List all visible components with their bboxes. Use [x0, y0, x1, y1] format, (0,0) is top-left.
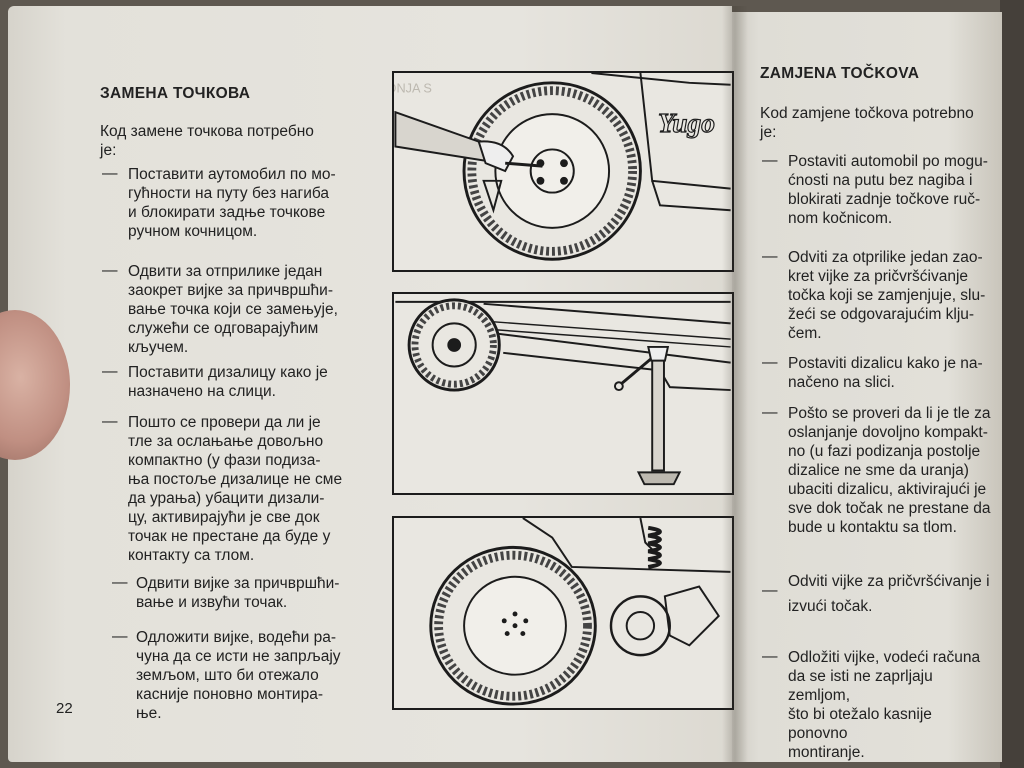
list-dash: — — [762, 404, 778, 421]
right-page — [732, 12, 1002, 762]
list-item: Odviti za otprilike jedan zao-kret vijke… — [788, 249, 986, 342]
left-heading: ЗАМЕНА ТОЧКОВА — [100, 85, 251, 102]
list-dash: — — [762, 152, 778, 169]
figure-jack-placement — [392, 292, 734, 495]
list-dash: — — [762, 248, 778, 265]
list-dash: — — [102, 262, 118, 279]
list-dash: — — [762, 648, 778, 665]
book-gutter — [722, 6, 748, 762]
show-through-text: PREDNJA S — [394, 81, 432, 96]
list-dash: — — [112, 628, 128, 645]
list-item: Одложити вијке, водећи ра-чуна да се ист… — [136, 629, 341, 722]
list-item: Одвити вијке за причвршћи-вање и извући … — [136, 575, 340, 611]
list-dash: — — [102, 165, 118, 182]
wheel-removal-illustration — [429, 518, 731, 706]
figure-wheel-removal — [392, 516, 734, 710]
page-number: 22 — [56, 700, 73, 717]
right-heading: ZAMJENA TOČKOVA — [760, 65, 920, 82]
jack-illustration — [395, 298, 731, 486]
wrench-illustration: PREDNJA S Yugo — [394, 73, 731, 261]
list-dash: — — [762, 582, 778, 599]
list-item: Postaviti dizalicu kako je na-načeno na … — [788, 355, 983, 391]
yugo-emblem: Yugo — [658, 108, 715, 138]
list-dash: — — [102, 413, 118, 430]
list-item: Postaviti automobil po mogu-ćnosti na pu… — [788, 153, 988, 227]
list-dash: — — [112, 574, 128, 591]
list-dash: — — [102, 363, 118, 380]
list-item: Поставити аутомобил по мо-гућности на пу… — [128, 166, 336, 240]
list-dash: — — [762, 354, 778, 371]
suspension-spring — [647, 525, 662, 569]
figure-wrench-loosening: PREDNJA S Yugo — [392, 71, 734, 272]
